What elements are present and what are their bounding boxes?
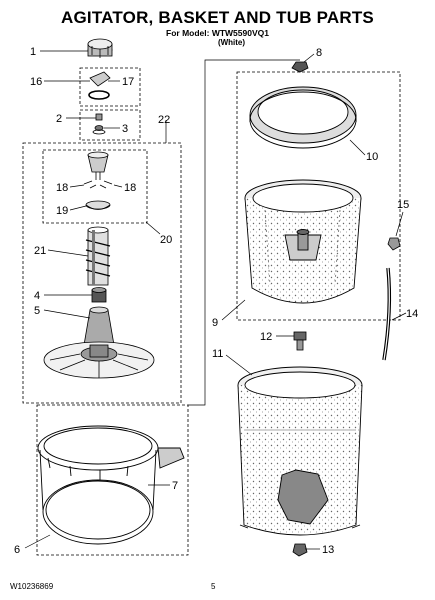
callout-20: 20 <box>160 234 172 246</box>
agitator-cap-part <box>87 38 113 58</box>
overflow-hose-part <box>382 267 392 361</box>
group-box-agitator-cap <box>79 67 141 107</box>
callout-3: 3 <box>122 123 128 135</box>
group-box-agitator-bolt <box>79 109 141 141</box>
callout-15: 15 <box>397 199 409 211</box>
callout-5: 5 <box>34 305 40 317</box>
basket-nut-part <box>291 61 309 73</box>
callout-21: 21 <box>34 245 46 257</box>
tub-ring-part <box>37 425 185 545</box>
page-title: AGITATOR, BASKET AND TUB PARTS <box>61 8 374 27</box>
callout-22: 22 <box>158 114 170 126</box>
wash-basket-part <box>244 179 362 304</box>
group-box-cam-kit <box>42 149 148 224</box>
callout-18-left: 18 <box>56 182 68 194</box>
callout-12: 12 <box>260 331 272 343</box>
cap-cover-part <box>88 71 111 100</box>
group-connector-line <box>204 59 300 143</box>
model-variant: (White) <box>217 38 246 47</box>
callout-1: 1 <box>30 46 36 58</box>
callout-11: 11 <box>212 348 223 360</box>
agitator-barrel-part <box>85 226 111 286</box>
hose-clip-part <box>387 237 401 251</box>
callout-17: 17 <box>122 76 134 88</box>
connector-line-lower <box>188 143 206 406</box>
callout-14: 14 <box>406 308 418 320</box>
callout-10: 10 <box>366 151 378 163</box>
callout-7: 7 <box>172 480 178 492</box>
callout-8: 8 <box>316 47 322 59</box>
agitator-cam-part <box>83 151 113 210</box>
outer-tub-part <box>237 366 363 536</box>
drive-bell-part <box>91 287 107 303</box>
page-number: 5 <box>211 582 216 591</box>
tub-base-nut-part <box>292 543 308 557</box>
agitator-bolt-part <box>92 113 106 135</box>
callout-18-right: 18 <box>124 182 136 194</box>
callout-9: 9 <box>212 317 218 329</box>
model-number: For Model: WTW5590VQ1 <box>166 28 269 38</box>
group-box-basket <box>236 71 401 321</box>
diagram-part-number: W10236869 <box>10 582 54 591</box>
tub-nut-part <box>293 331 307 351</box>
group-box-tub-ring <box>36 404 189 556</box>
group-box-agitator <box>22 142 182 404</box>
callout-16: 16 <box>30 76 42 88</box>
callout-4: 4 <box>34 290 40 302</box>
callout-2: 2 <box>56 113 62 125</box>
balance-ring-part <box>249 86 357 149</box>
callout-19: 19 <box>56 205 68 217</box>
callout-6: 6 <box>14 544 20 556</box>
callout-13: 13 <box>322 544 334 556</box>
agitator-base-part <box>43 306 155 379</box>
